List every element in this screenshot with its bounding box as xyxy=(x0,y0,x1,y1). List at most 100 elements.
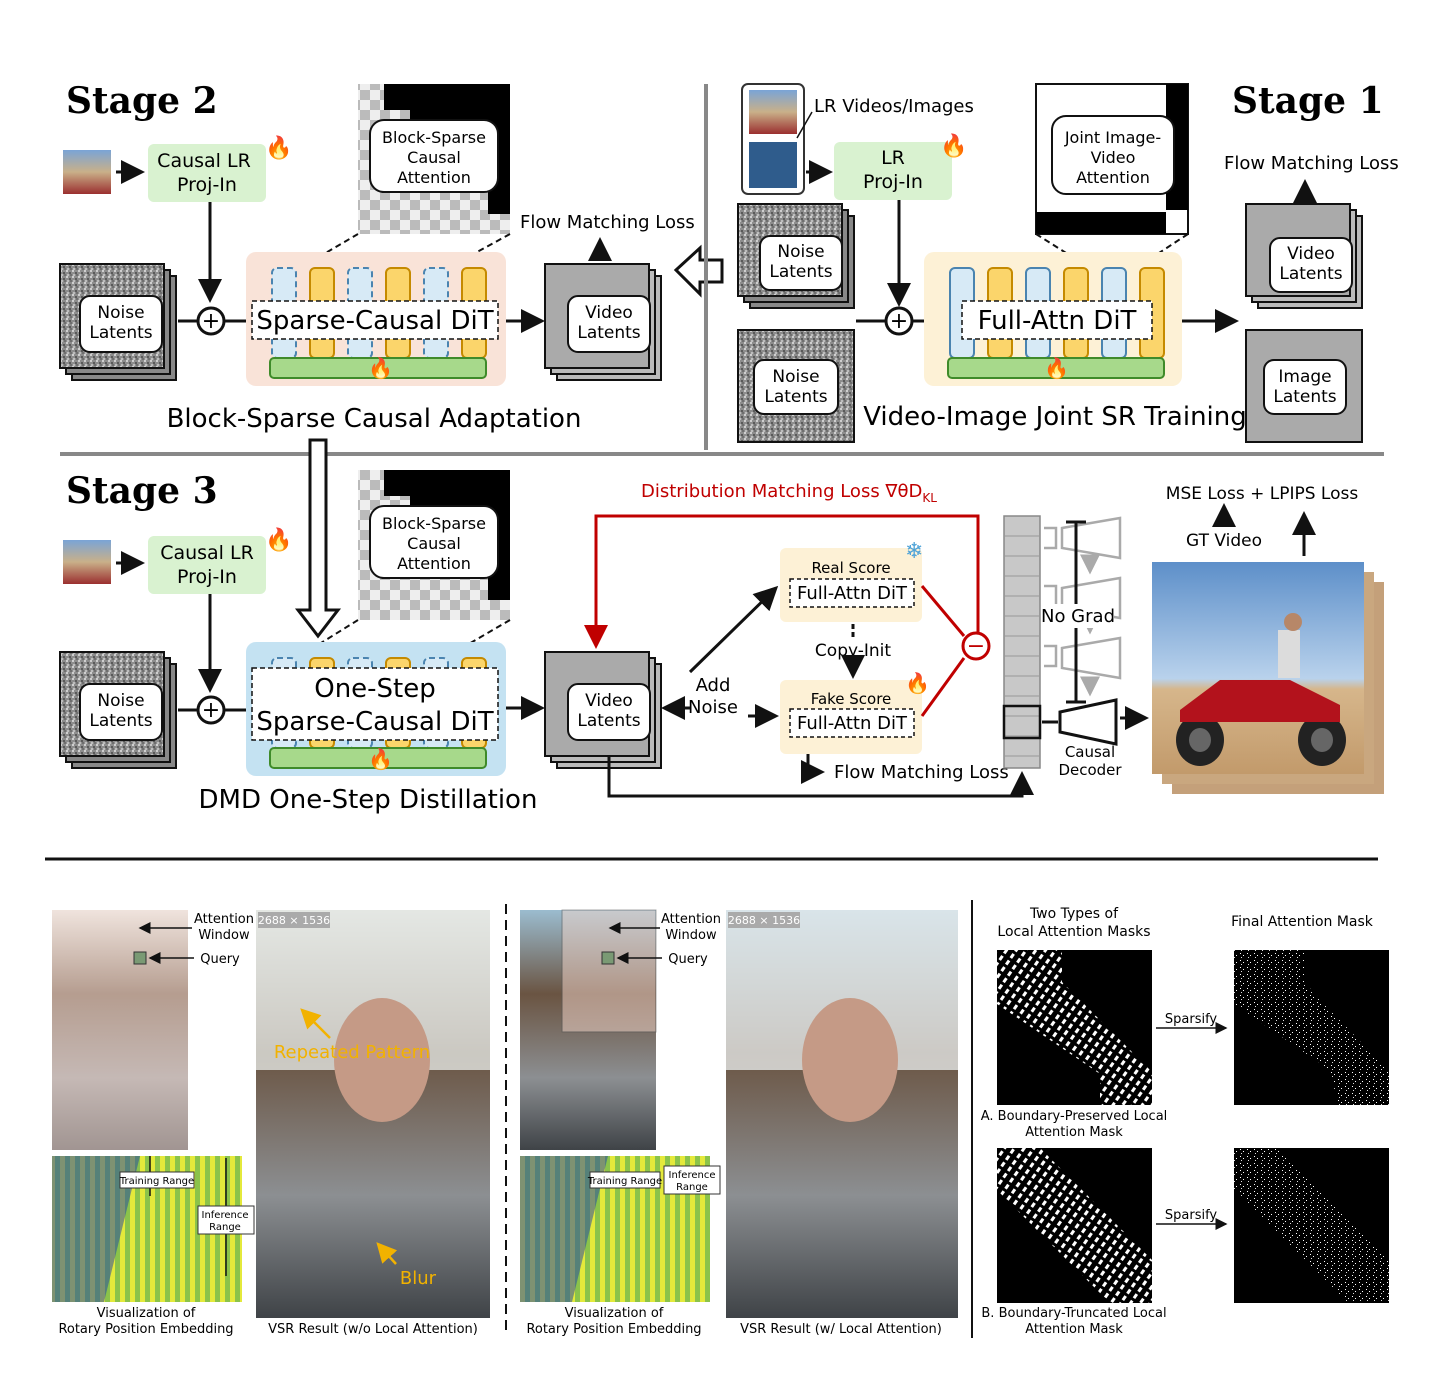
query-marker xyxy=(133,951,147,965)
joint-attn-row xyxy=(1036,212,1166,234)
query-marker xyxy=(601,951,615,965)
attention-window-overlay xyxy=(52,910,188,1150)
no-grad-label-bg xyxy=(1042,604,1114,628)
lr-thumbnail xyxy=(63,150,111,194)
gt-video-label: GT Video xyxy=(1186,531,1262,551)
dit-label: Sparse-Causal DiT xyxy=(256,306,493,336)
proj-line: Proj-In xyxy=(177,174,237,196)
fm-loss-arrow xyxy=(801,754,825,784)
minus-icon xyxy=(961,631,991,661)
final-mask-b-band xyxy=(1234,1148,1389,1303)
dit-label: Full-Attn DiT xyxy=(978,306,1137,336)
plus-glyph: + xyxy=(890,309,908,334)
causal-proj-in-box xyxy=(148,144,266,202)
fire-icon: 🔥 xyxy=(368,747,393,771)
noise-label-box xyxy=(753,359,839,415)
atv-illustration xyxy=(1176,613,1346,766)
stage1-to-stage2-arrow xyxy=(673,244,724,298)
add-icon xyxy=(196,306,226,336)
zoom-line xyxy=(447,619,511,657)
sparsify-label: Sparsify xyxy=(1165,1012,1218,1027)
stage2-caption: Block-Sparse Causal Adaptation xyxy=(167,404,582,434)
causal-proj-in-label: Causal LR Proj-In xyxy=(157,150,257,196)
to-real-arrow xyxy=(688,585,779,674)
real-score-dit-label: Full-Attn DiT xyxy=(797,583,908,604)
no-grad-label: No Grad xyxy=(1041,606,1115,627)
attention-label-box xyxy=(369,505,499,579)
fake-score-label: Fake Score xyxy=(811,690,892,708)
blur-pointer xyxy=(376,1242,398,1265)
causal-proj-in-box xyxy=(148,536,266,594)
dit-label-box xyxy=(251,300,499,340)
add-icon xyxy=(884,306,914,336)
dm-loss-path xyxy=(584,514,980,649)
size-tag: 2688 × 1536 xyxy=(258,914,330,927)
stage2-panel: Stage 2 Causal LR Proj-In 🔥 Block-Sparse… xyxy=(59,80,695,434)
face-shape xyxy=(802,998,898,1122)
stage3-caption: DMD One-Step Distillation xyxy=(199,785,538,815)
dit-label-line2: Sparse-Causal DiT xyxy=(256,707,493,737)
training-range-label: Training Range xyxy=(119,1176,194,1187)
repeated-pattern-pointer xyxy=(300,1008,331,1039)
inference-range-box xyxy=(663,1165,721,1195)
zoom-line xyxy=(447,233,511,269)
real-to-minus xyxy=(920,585,966,637)
stage2-loss: Flow Matching Loss xyxy=(520,212,695,233)
fake-score-dit-label: Full-Attn DiT xyxy=(797,713,908,734)
dit-label-box xyxy=(251,667,499,741)
vsr-caption: VSR Result (w/o Local Attention) xyxy=(268,1322,478,1337)
vsr-caption: VSR Result (w/ Local Attention) xyxy=(740,1322,942,1337)
training-range-label: Training Range xyxy=(587,1176,662,1187)
proj-line: Causal LR xyxy=(157,150,251,172)
fire-icon: 🔥 xyxy=(368,356,393,380)
fire-icon: 🔥 xyxy=(905,671,930,695)
stage1-caption: Video-Image Joint SR Training xyxy=(863,402,1247,432)
real-score-dit-box xyxy=(789,578,915,608)
size-tag-bg xyxy=(258,912,330,928)
video-label-box xyxy=(567,295,651,353)
video-to-column-path xyxy=(607,756,1034,798)
copy-init-label: Copy-Init xyxy=(815,641,891,661)
dit-label-box xyxy=(961,300,1153,340)
zoom-line xyxy=(299,233,359,269)
stage3-title: Stage 3 xyxy=(66,470,218,512)
zoom-line xyxy=(299,619,359,657)
add-icon xyxy=(196,695,226,725)
latent-column xyxy=(1002,515,1042,769)
fake-to-minus xyxy=(920,657,966,717)
plus-glyph: + xyxy=(202,698,220,723)
lr-image-thumb xyxy=(749,142,797,188)
dm-loss-label: Distribution Matching Loss ∇θDKL xyxy=(641,481,937,505)
real-score-label: Real Score xyxy=(811,559,890,577)
dit-label-line1: One-Step xyxy=(314,674,436,704)
mask-b-band xyxy=(997,1148,1152,1303)
mse-lpips-label: MSE Loss + LPIPS Loss xyxy=(1166,484,1359,504)
size-tag: 2688 × 1536 xyxy=(728,914,800,927)
repeated-pattern-label: Repeated Pattern xyxy=(274,1042,430,1063)
attention-label-box xyxy=(369,119,499,193)
fake-score-dit-box xyxy=(789,708,915,738)
final-mask-a-band xyxy=(1234,950,1389,1105)
noise-label-box xyxy=(79,295,163,353)
